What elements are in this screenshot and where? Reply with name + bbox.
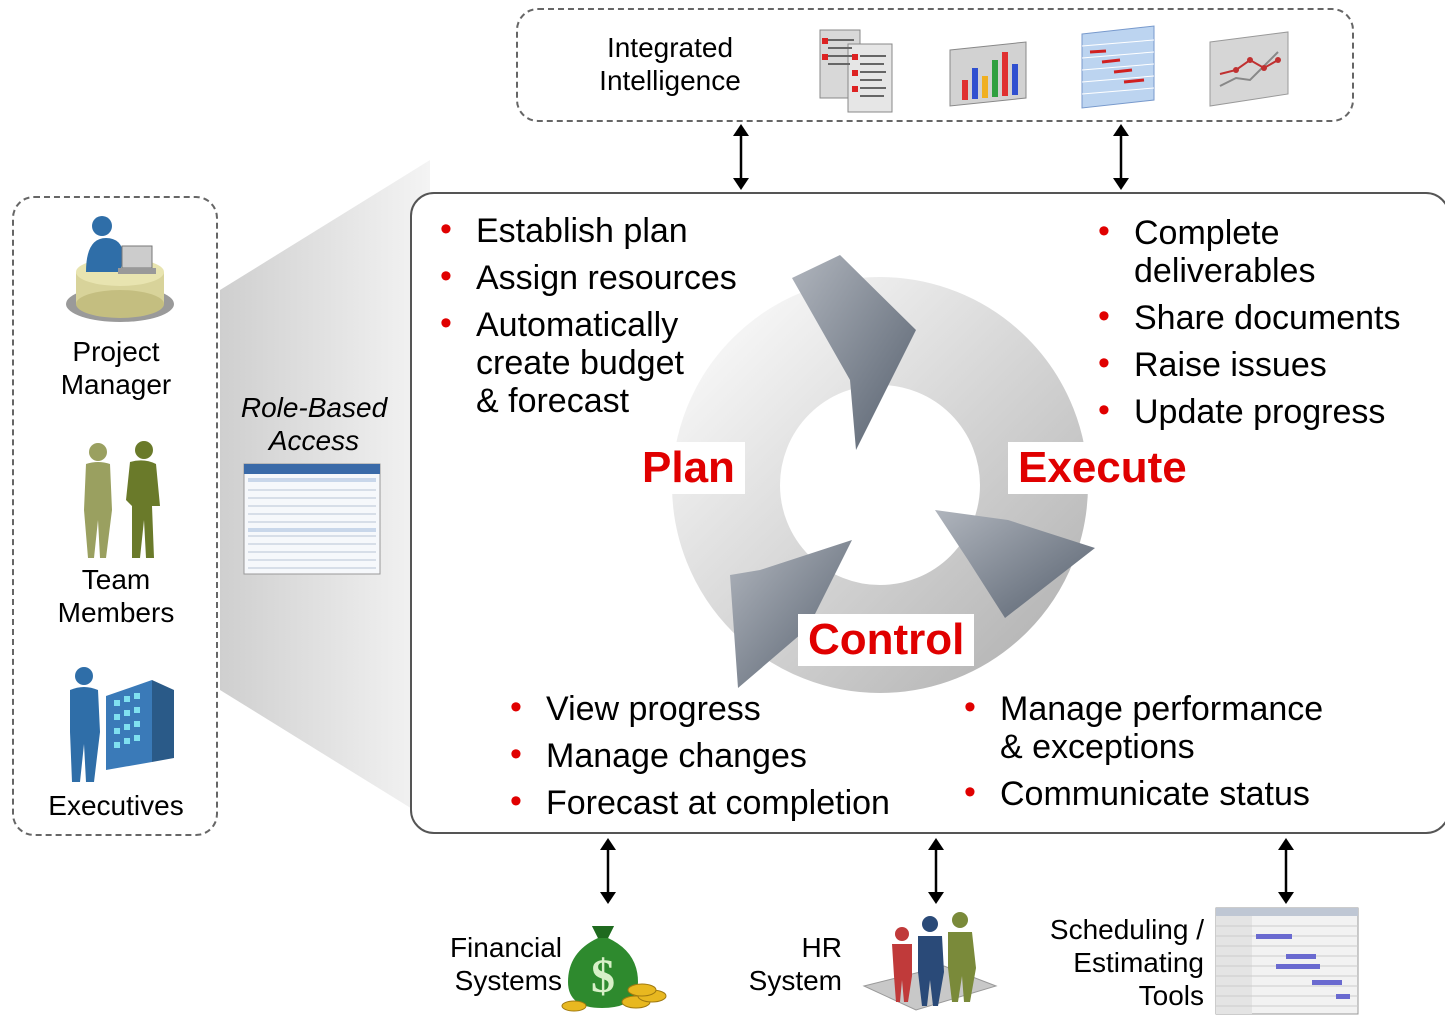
application-screenshot-icon [243,463,381,575]
control-item: Forecast at completion [510,782,890,822]
phase-label-execute: Execute [1008,442,1197,494]
money-bag-icon: $ [561,926,667,1012]
control-item: Manage performance & exceptions [964,688,1323,766]
executives-icon [70,667,174,782]
roles-box [12,196,218,836]
gantt-chart-icon [1215,907,1359,1015]
execute-bullet-list: Complete deliverables Share documents Ra… [1098,212,1401,440]
role-label-executives: Executives [48,790,184,821]
bottom-label-hr-system: HR System [748,932,842,996]
bottom-label-financial-systems: Financial Systems [449,932,562,996]
control-right-bullet-list: Manage performance & exceptions Communic… [964,688,1323,822]
phase-label-plan: Plan [632,442,745,494]
line-chart-icon [1209,31,1289,107]
project-manager-icon [66,216,174,322]
control-item: View progress [510,688,890,728]
role-based-access-label: Role-Based Access [240,392,388,456]
role-label-team-members: Team Members [57,564,175,628]
connector-arrow-top-left [733,124,749,190]
bar-chart-icon [949,41,1027,107]
gantt-spreadsheet-icon [1081,25,1155,109]
control-left-bullet-list: View progress Manage changes Forecast at… [510,688,890,831]
team-members-icon [84,441,160,558]
plan-item: Automatically create budget & forecast [440,304,737,420]
integrated-intelligence-box [516,8,1354,122]
plan-item: Establish plan [440,210,737,250]
connector-arrow-top-right [1113,124,1129,190]
execute-item: Raise issues [1098,344,1401,384]
plan-item: Assign resources [440,257,737,297]
report-documents-icon [819,29,893,113]
execute-item: Update progress [1098,391,1401,431]
control-item: Manage changes [510,735,890,775]
bottom-label-scheduling-tools: Scheduling / Estimating Tools [1049,914,1204,1011]
connector-arrow-bottom-financial [600,838,616,904]
role-label-project-manager: Project Manager [60,336,172,400]
svg-text:$: $ [591,950,615,1003]
connector-arrow-bottom-scheduling [1278,838,1294,904]
integrated-intelligence-label: Integrated Intelligence [599,32,741,96]
phase-label-control: Control [798,614,975,666]
connector-arrow-bottom-hr [928,838,944,904]
execute-item: Share documents [1098,297,1401,337]
plan-bullet-list: Establish plan Assign resources Automati… [440,210,737,429]
control-item: Communicate status [964,773,1323,813]
execute-item: Complete deliverables [1098,212,1401,290]
people-platform-icon [862,912,998,1011]
